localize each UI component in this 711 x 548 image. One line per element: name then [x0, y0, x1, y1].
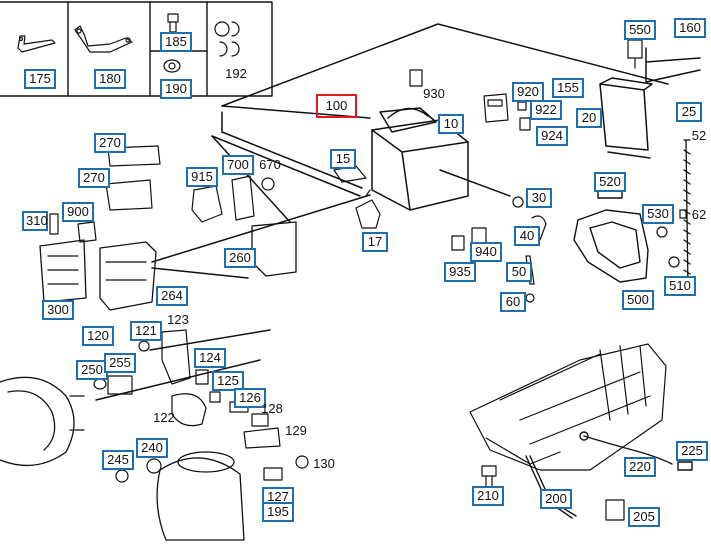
callout-240[interactable]: 240 [136, 438, 168, 458]
callout-670: 670 [259, 157, 281, 172]
callout-255[interactable]: 255 [104, 353, 136, 373]
callout-195[interactable]: 195 [262, 502, 294, 522]
callout-126[interactable]: 126 [234, 388, 266, 408]
callout-52: 52 [691, 128, 707, 143]
callout-17[interactable]: 17 [362, 232, 388, 252]
callout-900[interactable]: 900 [62, 202, 94, 222]
callout-500[interactable]: 500 [622, 290, 654, 310]
callout-100-selected[interactable]: 100 [316, 94, 357, 118]
bolt-185 [167, 13, 179, 33]
callout-225[interactable]: 225 [676, 441, 708, 461]
module-270 [105, 145, 161, 211]
callout-930: 930 [423, 86, 445, 101]
callout-123: 123 [167, 312, 189, 327]
callout-510[interactable]: 510 [664, 276, 696, 296]
bolt-210 [481, 465, 497, 489]
callout-264[interactable]: 264 [156, 286, 188, 306]
callout-128: 128 [261, 401, 283, 416]
bracket-180 [74, 25, 133, 53]
callout-185[interactable]: 185 [160, 32, 192, 52]
callout-920[interactable]: 920 [512, 82, 544, 102]
rod-52 [683, 139, 691, 291]
callout-530[interactable]: 530 [642, 204, 674, 224]
callout-62: 62 [691, 207, 707, 222]
callout-940[interactable]: 940 [470, 242, 502, 262]
callout-924[interactable]: 924 [536, 126, 568, 146]
callout-60[interactable]: 60 [500, 292, 526, 312]
holder-17 [355, 189, 381, 229]
callout-175[interactable]: 175 [24, 69, 56, 89]
callout-129: 129 [285, 423, 307, 438]
relay-block-920 [483, 93, 531, 131]
callout-192: 192 [225, 66, 247, 81]
callout-190[interactable]: 190 [160, 79, 192, 99]
callout-125[interactable]: 125 [212, 371, 244, 391]
callout-122: 122 [153, 410, 175, 425]
callout-922[interactable]: 922 [530, 100, 562, 120]
clip-192 [214, 21, 240, 57]
callout-155[interactable]: 155 [552, 78, 584, 98]
callout-25[interactable]: 25 [676, 102, 702, 122]
small-parts-right [451, 196, 687, 303]
callout-250[interactable]: 250 [76, 360, 108, 380]
plug-205 [605, 499, 625, 521]
callout-124[interactable]: 124 [194, 348, 226, 368]
connector-930 [409, 69, 423, 87]
aux-battery-20 [599, 77, 653, 159]
callout-520[interactable]: 520 [594, 172, 626, 192]
parts-grid-frame [0, 1, 273, 97]
sam-300 [39, 239, 87, 303]
callout-180[interactable]: 180 [94, 69, 126, 89]
relay-900 [77, 221, 97, 243]
starter-motor [156, 451, 245, 541]
nut-190 [163, 59, 181, 73]
callout-915[interactable]: 915 [186, 167, 218, 187]
callout-270-lower[interactable]: 270 [78, 168, 110, 188]
callout-30[interactable]: 30 [526, 188, 552, 208]
callout-300[interactable]: 300 [42, 300, 74, 320]
small-parts-lower-left [93, 329, 309, 483]
callout-40[interactable]: 40 [514, 226, 540, 246]
callout-270-upper[interactable]: 270 [94, 133, 126, 153]
sensor-915 [191, 185, 223, 223]
callout-15[interactable]: 15 [330, 149, 356, 169]
relay-550 [627, 39, 643, 69]
cable-220 [579, 431, 693, 471]
callout-260[interactable]: 260 [224, 248, 256, 268]
sensor-700 [231, 175, 275, 221]
callout-121[interactable]: 121 [130, 321, 162, 341]
callout-50[interactable]: 50 [506, 262, 532, 282]
fuse-box-264 [99, 241, 157, 311]
callout-20[interactable]: 20 [576, 108, 602, 128]
harness-lines [95, 23, 701, 401]
callout-245[interactable]: 245 [102, 450, 134, 470]
fuse-box-260 [251, 221, 297, 277]
callout-700[interactable]: 700 [222, 155, 254, 175]
alternator [0, 376, 85, 466]
callout-130: 130 [313, 456, 335, 471]
callout-10[interactable]: 10 [438, 114, 464, 134]
callout-220[interactable]: 220 [624, 457, 656, 477]
tray-500 [573, 187, 649, 283]
bracket-175 [17, 35, 56, 53]
bracket-310 [49, 213, 59, 235]
callout-210[interactable]: 210 [472, 486, 504, 506]
callout-310[interactable]: 310 [22, 211, 48, 231]
callout-160[interactable]: 160 [674, 18, 706, 38]
callout-205[interactable]: 205 [628, 507, 660, 527]
callout-120[interactable]: 120 [82, 326, 114, 346]
transmission [469, 343, 667, 471]
callout-935[interactable]: 935 [444, 262, 476, 282]
callout-550[interactable]: 550 [624, 20, 656, 40]
callout-200[interactable]: 200 [540, 489, 572, 509]
